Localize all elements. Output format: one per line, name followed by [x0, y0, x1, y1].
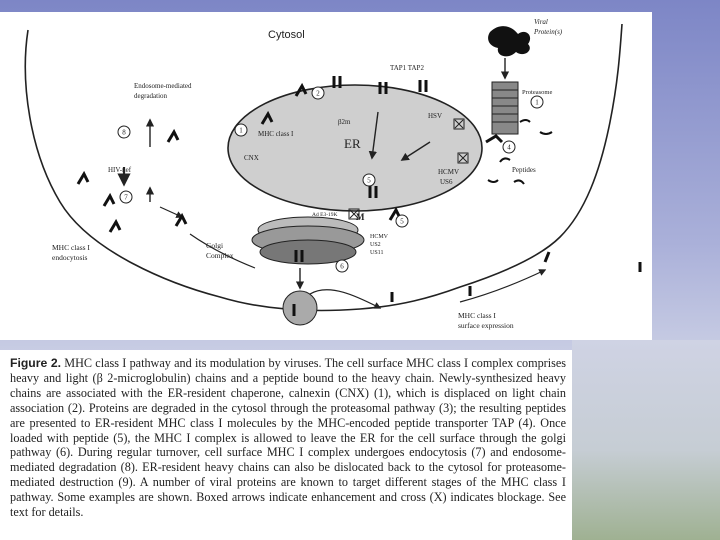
golgi-label-2: Complex	[206, 251, 234, 260]
endosome-label: Endosome-mediated	[134, 82, 192, 90]
background-strip	[572, 340, 720, 540]
m-label: M	[356, 212, 365, 222]
caption-panel: Figure 2. MHC class I pathway and its mo…	[0, 350, 572, 540]
hiv-nef-label: HIV-nef	[108, 166, 132, 174]
proteasome-label: Proteasome	[522, 89, 552, 96]
viral-protein-label: Viral	[534, 18, 548, 26]
surface-expression-label-2: surface expression	[458, 321, 514, 330]
er-label: ER	[344, 136, 361, 151]
proteasome-icon	[491, 81, 519, 135]
hcmv-us2-label: HCMV	[370, 234, 389, 240]
cnx-label: CNX	[244, 154, 259, 162]
step-circles	[117, 86, 544, 273]
endosome-vesicle	[282, 290, 318, 326]
viral-protein-label-2: Protein(s)	[533, 28, 563, 36]
step-1-proteasome: 1	[535, 99, 539, 107]
step-4: 4	[507, 144, 511, 152]
step-1-er: 1	[239, 127, 243, 135]
ad-e3-label: Ad E3-19K	[312, 212, 338, 218]
golgi-complex-icon	[251, 216, 365, 265]
step-8: 8	[122, 129, 126, 137]
peptide-icons	[487, 119, 553, 185]
viral-protein-icon	[488, 26, 531, 57]
hsv-label: HSV	[428, 112, 442, 120]
golgi-label: Golgi	[206, 241, 223, 250]
cytosol-label: Cytosol	[268, 29, 305, 41]
step-2: 2	[316, 90, 320, 98]
figure-label: Figure 2.	[10, 356, 62, 370]
endocytosis-label: MHC class I	[52, 243, 90, 252]
hcmv-us6-label-2: US6	[440, 178, 453, 186]
mhc-molecule-icons	[76, 76, 642, 316]
caption-text: MHC class I pathway and its modulation b…	[10, 356, 567, 520]
hcmv-us6-label: HCMV	[438, 168, 459, 176]
peptides-label: Peptides	[512, 166, 536, 174]
endocytosis-label-2: endocytosis	[52, 253, 87, 262]
endosome-label-2: degradation	[134, 92, 168, 100]
step-numbers: 1 2 1 4 5 5 6 7 8	[122, 90, 539, 271]
step-5-dislocation: 5	[400, 218, 404, 226]
er-compartment	[227, 84, 483, 212]
step-5: 5	[367, 177, 371, 185]
hcmv-us2-label-2: US2	[370, 242, 381, 248]
step-6: 6	[340, 263, 344, 271]
tap-label: TAP1 TAP2	[390, 64, 424, 72]
mhc-pathway-diagram: Cytosol Viral Protein(s) TAP1 TAP2 Prote…	[24, 18, 642, 330]
figure-caption: Figure 2. MHC class I pathway and its mo…	[10, 356, 566, 520]
diagram-panel: Cytosol Viral Protein(s) TAP1 TAP2 Prote…	[0, 12, 652, 340]
hcmv-us11-label: US11	[370, 250, 383, 256]
blockage-cross-icons	[348, 118, 469, 220]
step-7: 7	[124, 194, 128, 202]
surface-expression-label: MHC class I	[458, 311, 496, 320]
mhc-class-i-label: MHC class I	[258, 130, 294, 138]
b2m-label: β2m	[338, 118, 351, 126]
